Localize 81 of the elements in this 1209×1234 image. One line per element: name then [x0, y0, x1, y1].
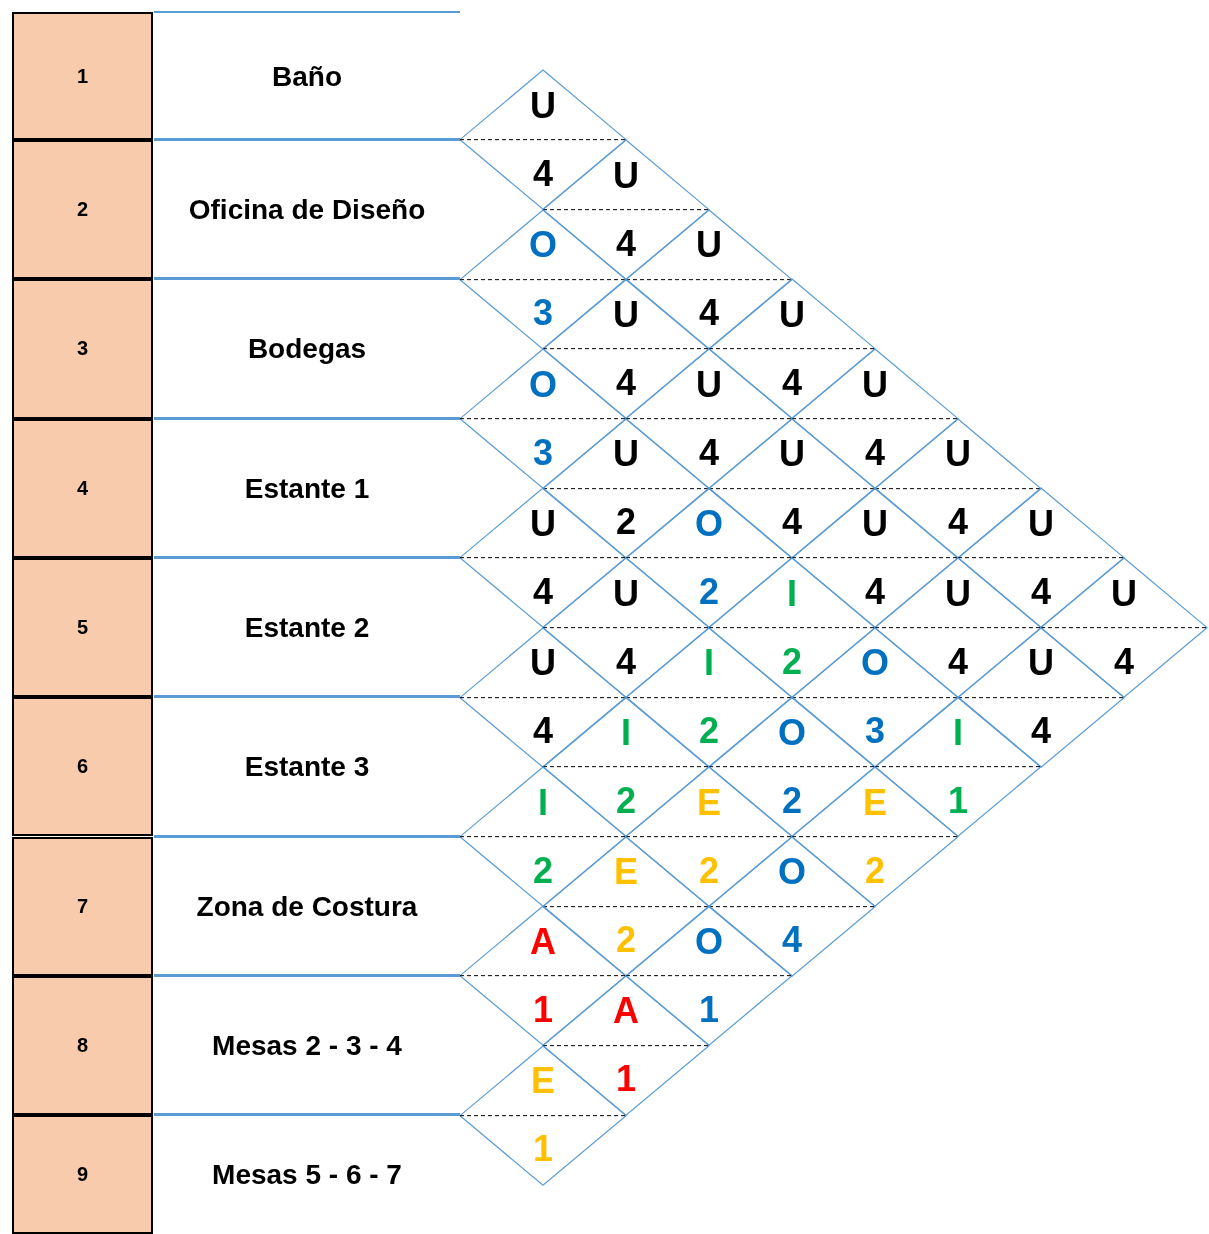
closeness-rating: U: [696, 366, 722, 403]
reason-code: 4: [865, 434, 885, 471]
row-number-cell: 5: [12, 557, 153, 698]
reason-code: 4: [782, 922, 802, 959]
row-number-cell: 1: [12, 12, 153, 140]
reason-code: 2: [782, 782, 802, 819]
closeness-rating: U: [613, 436, 639, 473]
reason-code: 1: [533, 1131, 553, 1168]
reason-code: 2: [699, 852, 719, 889]
closeness-rating: O: [695, 505, 723, 542]
reason-code: 1: [948, 782, 968, 819]
closeness-rating: U: [1028, 505, 1054, 542]
closeness-rating: E: [531, 1063, 555, 1100]
closeness-rating: E: [863, 784, 887, 821]
closeness-rating: O: [778, 854, 806, 891]
closeness-rating: U: [613, 575, 639, 612]
closeness-rating: U: [530, 505, 556, 542]
closeness-rating: U: [862, 366, 888, 403]
closeness-rating: O: [695, 923, 723, 960]
reason-code: 4: [699, 434, 719, 471]
reason-code: 4: [948, 504, 968, 541]
row-number-cell: 6: [12, 697, 153, 837]
reason-code: 4: [1031, 713, 1051, 750]
reason-code: 3: [865, 713, 885, 750]
closeness-rating: A: [613, 993, 639, 1030]
closeness-rating: O: [529, 366, 557, 403]
reason-code: 3: [533, 434, 553, 471]
row-number-cell: 9: [12, 1115, 153, 1234]
reason-code: 2: [616, 504, 636, 541]
closeness-rating: I: [621, 714, 631, 751]
closeness-rating: U: [613, 157, 639, 194]
row-number-cell: 3: [12, 279, 153, 419]
reason-code: 4: [533, 156, 553, 193]
closeness-rating: A: [530, 923, 556, 960]
reason-code: 1: [533, 991, 553, 1028]
reason-code: 4: [533, 573, 553, 610]
closeness-rating: I: [538, 784, 548, 821]
closeness-rating: E: [614, 854, 638, 891]
closeness-rating: U: [696, 227, 722, 264]
closeness-rating: U: [779, 297, 805, 333]
reason-code: 4: [1114, 643, 1134, 680]
closeness-rating: U: [1111, 575, 1137, 612]
closeness-rating: I: [953, 714, 963, 751]
closeness-rating: U: [1028, 645, 1054, 682]
row-number-cell: 7: [12, 836, 153, 976]
closeness-rating: U: [779, 436, 805, 473]
closeness-rating: O: [861, 645, 889, 682]
reason-code: 2: [616, 782, 636, 819]
closeness-rating: U: [945, 575, 971, 612]
reason-code: 4: [699, 295, 719, 332]
reason-code: 4: [782, 504, 802, 541]
closeness-rating: E: [697, 784, 721, 821]
reason-code: 4: [782, 365, 802, 401]
closeness-rating: I: [787, 575, 797, 612]
row-number-cell: 2: [12, 140, 153, 280]
reason-code: 2: [699, 713, 719, 750]
reason-code: 1: [616, 1061, 636, 1098]
row-number-cell: 4: [12, 418, 153, 558]
closeness-rating: U: [945, 436, 971, 473]
reason-code: 4: [1031, 573, 1051, 610]
reason-code: 4: [616, 225, 636, 262]
closeness-rating: U: [530, 645, 556, 682]
reason-code: 3: [533, 295, 553, 332]
closeness-rating: U: [530, 88, 556, 125]
reason-code: 2: [616, 922, 636, 959]
reason-code: 2: [865, 852, 885, 889]
closeness-rating: U: [862, 505, 888, 542]
reason-code: 4: [616, 365, 636, 401]
reason-code: 4: [865, 573, 885, 610]
reason-code: 1: [699, 991, 719, 1028]
closeness-rating: I: [704, 645, 714, 682]
closeness-rating: O: [778, 714, 806, 751]
reason-code: 2: [699, 573, 719, 610]
reason-code: 4: [616, 643, 636, 680]
row-number-cell: 8: [12, 975, 153, 1116]
reason-code: 4: [533, 713, 553, 750]
reason-code: 2: [782, 643, 802, 680]
reason-code: 2: [533, 852, 553, 889]
reason-code: 4: [948, 643, 968, 680]
closeness-rating: O: [529, 227, 557, 264]
closeness-rating: U: [613, 297, 639, 333]
